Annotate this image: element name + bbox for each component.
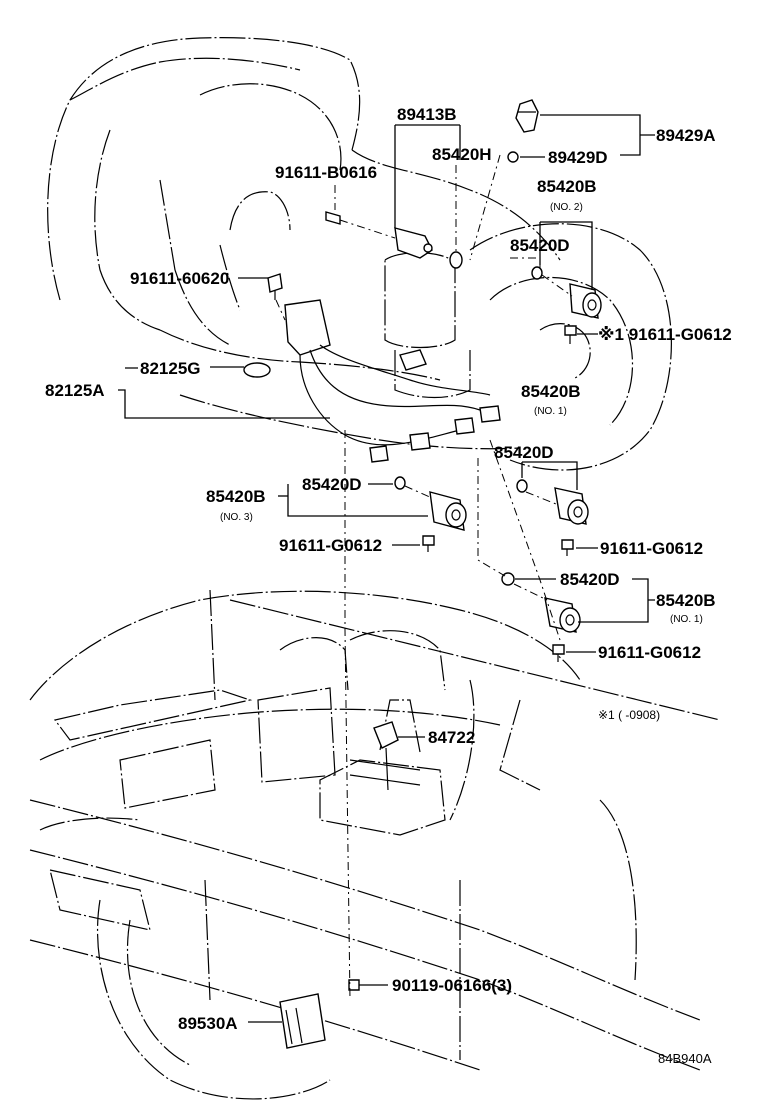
o-ring-89429D[interactable] [507,151,519,163]
label-91611-60620: 91611-60620 [130,269,229,288]
footnote: ※1 ( -0908) [598,708,660,722]
bolt-91611-B0616[interactable] [325,211,341,225]
label-85420D-left: 85420D [302,475,362,494]
label-no1-lower: (NO. 1) [670,614,703,625]
rotation-sensor-89413B[interactable] [394,227,433,259]
transmission-housing [47,37,672,471]
bolt-91611-G0612-left[interactable] [422,535,435,552]
part-labels: 89413B 85420H 89429A 89429D 91611-B0616 … [45,105,732,1066]
speed-sensor-89429A[interactable] [515,99,539,133]
label-85420D-mid: 85420D [494,443,554,462]
label-89429A: 89429A [656,126,716,145]
label-85420B-no1-upper: 85420B [521,382,581,401]
bolt-91611-60620[interactable] [267,273,283,300]
label-89530A: 89530A [178,1014,238,1033]
ecu-89530A[interactable] [279,993,326,1049]
label-85420B-no3: 85420B [206,487,266,506]
label-no2: (NO. 2) [550,202,583,213]
o-ring-85420H[interactable] [449,251,463,269]
label-90119-06166: 90119-06166(3) [392,976,512,995]
solenoid-85420B-no2[interactable] [569,283,602,319]
label-89413B: 89413B [397,105,457,124]
label-no1-upper: (NO. 1) [534,406,567,417]
solenoid-85420B-no3[interactable] [429,491,467,531]
diagram-code: 84B940A [658,1051,712,1066]
label-85420D-lower: 85420D [560,570,620,589]
solenoid-85420B-no1-lower[interactable] [544,597,581,633]
label-85420D-top: 85420D [510,236,570,255]
bolt-91611-G0612-right1[interactable] [561,539,574,556]
grommet-82125G[interactable] [243,362,271,378]
leader-lines [118,114,655,1023]
label-91611-G0612-left: 91611-G0612 [279,536,382,555]
label-85420B-no1-lower: 85420B [656,591,716,610]
bolt-91611-G0612-right2[interactable] [552,644,565,662]
label-84722: 84722 [428,728,475,747]
label-91611-B0616: 91611-B0616 [275,163,377,182]
o-ring-85420D-left[interactable] [394,476,406,490]
label-89429D: 89429D [548,148,608,167]
label-85420H: 85420H [432,145,492,164]
nut-90119-06166[interactable] [348,979,360,991]
vehicle-interior [29,589,721,1100]
o-ring-85420D-mid[interactable] [516,479,528,493]
solenoid-85420B-no1-upper[interactable] [554,487,589,525]
label-91611-G0612-right1: 91611-G0612 [600,539,703,558]
label-85420B-no2: 85420B [537,177,597,196]
label-82125A: 82125A [45,381,105,400]
switch-84722[interactable] [349,721,421,791]
bolt-91611-G0612-star[interactable] [564,325,577,344]
wire-harness-connector[interactable] [284,299,501,463]
label-91611-G0612-right2: 91611-G0612 [598,643,701,662]
label-91611-G0612-star: ※1 91611-G0612 [598,325,732,344]
o-ring-85420D-top[interactable] [531,266,543,280]
label-82125G: 82125G [140,359,201,378]
label-no3: (NO. 3) [220,512,253,523]
